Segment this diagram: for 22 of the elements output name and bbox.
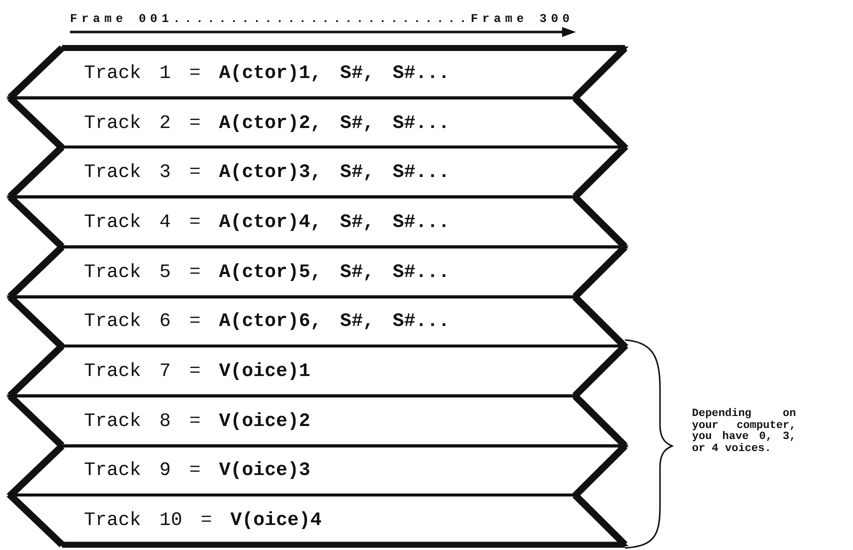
frame-range-header: Frame 001..........................Frame 300 (70, 12, 574, 26)
track-strip (8, 495, 628, 545)
track-strip (8, 296, 628, 346)
track-strip (8, 446, 628, 496)
track-strip (8, 396, 628, 446)
track-label: Track 5 = A(ctor)5, S#, S#... (84, 262, 450, 282)
track-strip (8, 346, 628, 396)
track-label: Track 6 = A(ctor)6, S#, S#... (84, 311, 450, 332)
track-label: Track 10 = V(oice)4 (84, 510, 322, 530)
track-label: Track 9 = V(oice)3 (84, 460, 310, 480)
track-label: Track 2 = A(ctor)2, S#, S#... (84, 112, 450, 133)
note-text: Depending on your computer, you have 0, 3, or 4 voices. (692, 409, 796, 455)
track-strip (8, 48, 628, 98)
track-label: Track 4 = A(ctor)4, S#, S#... (84, 212, 450, 232)
track-strip (8, 197, 628, 247)
track-strip (8, 246, 628, 296)
track-label: Track 7 = V(oice)1 (84, 361, 310, 382)
track-label: Track 8 = V(oice)2 (84, 410, 310, 431)
track-strip (8, 98, 628, 148)
track-label: Track 1 = A(ctor)1, S#, S#... (84, 62, 450, 83)
track-strip (8, 147, 628, 198)
track-label: Track 3 = A(ctor)3, S#, S#... (84, 162, 450, 182)
